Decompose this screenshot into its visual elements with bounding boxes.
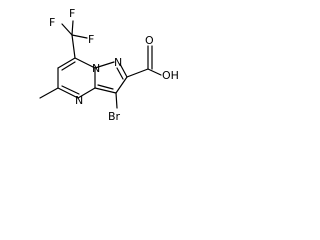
bond-c5-methyl [39,87,59,99]
bond-cf3-c7 [71,34,76,59]
bond-n-n1 [94,61,115,69]
atom-o-carbonyl: O [145,34,154,47]
bond-c3-br [115,92,118,109]
bond-c6-c7 [57,57,76,69]
atom-f-2: F [69,7,75,20]
bond-c2-c3 [115,76,128,94]
bond-c3-c3a [94,87,117,94]
bond-n1-c2 [119,63,128,78]
molecule-structure: F F F N N N O OH Br [39,7,179,123]
atom-oh: OH [162,69,179,82]
bond-n1-c2-double [116,67,124,80]
bond-n4-c5 [57,87,79,99]
bond-c2-cooh [126,68,149,78]
atom-n-pyrimidine: N [75,94,83,107]
atom-n-pyrazole: N [114,56,122,69]
bond-cooh-oh [147,68,162,76]
bond-n4-c5-double [61,85,80,95]
bond-cf3-f3 [71,34,88,39]
atom-f-1: F [49,16,55,29]
atom-f-3: F [88,33,94,46]
bond-c6-c7-double [61,61,76,71]
atom-n-bridge: N [92,62,100,75]
bond-c3a-n4 [77,87,96,99]
structure-canvas: F F F N N N O OH Br [0,0,206,131]
atom-br: Br [108,110,121,123]
bond-c3-c3a-double [97,84,114,90]
bond-cf3-f1 [61,23,73,36]
bond-c7-n [74,57,96,69]
bond-cf3-f2 [71,20,74,36]
